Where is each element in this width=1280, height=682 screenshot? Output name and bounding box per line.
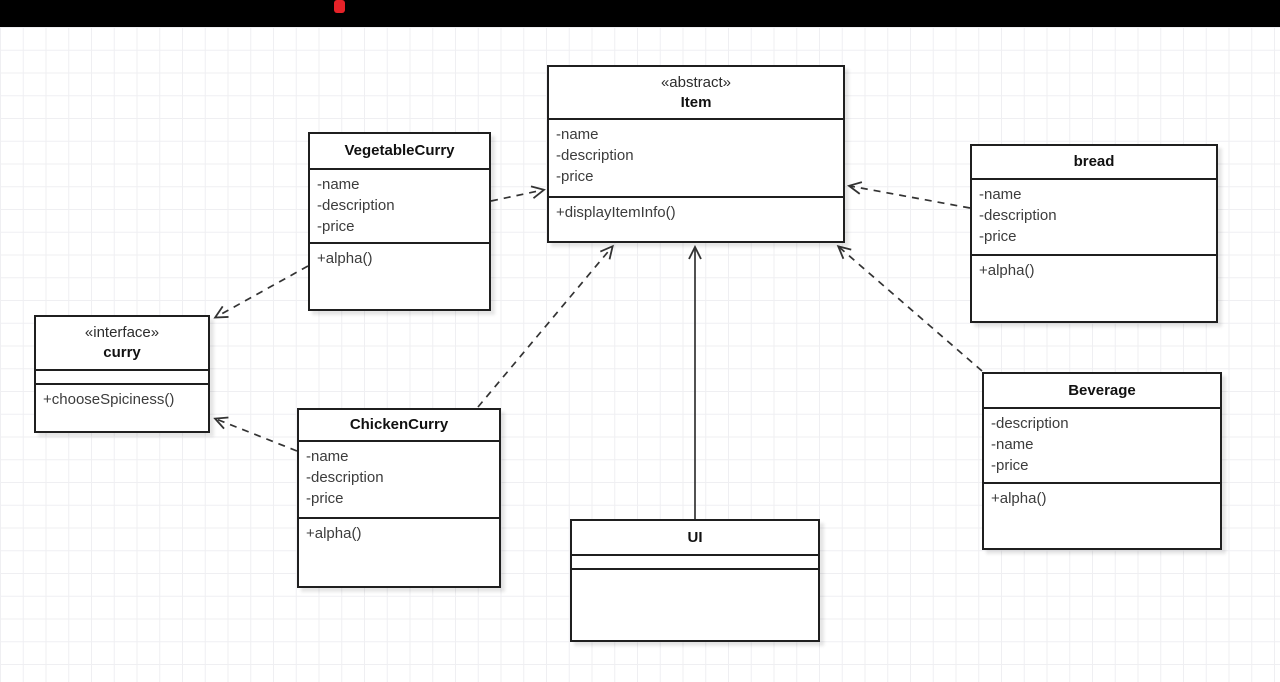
class-curry-name: curry [103,344,141,361]
class-item-attributes: -name -description -price [549,118,843,196]
class-item-header: «abstract» Item [549,67,843,118]
class-chickencurry-attributes: -name -description -price [299,440,499,517]
top-bar [0,0,1280,27]
class-curry-attributes [36,369,208,383]
attribute: -name [556,126,599,143]
class-item-stereotype: «abstract» [660,73,732,91]
attribute: -description [556,147,634,164]
attribute: -name [306,448,349,465]
attribute: -price [317,218,355,235]
class-vegetablecurry-name: VegetableCurry [344,142,455,159]
class-ui[interactable]: UI [570,519,820,642]
class-vegetablecurry-attributes: -name -description -price [310,168,489,242]
attribute: -description [306,469,384,486]
class-beverage-name: Beverage [1068,381,1136,399]
class-chickencurry-methods: +alpha() [299,517,499,586]
edge-vegetablecurry-to-item[interactable] [490,190,543,202]
class-item[interactable]: «abstract» Item -name -description -pric… [547,65,845,243]
method: +alpha() [317,250,373,267]
class-ui-attributes [572,554,818,568]
class-beverage-header: Beverage [984,374,1220,407]
class-chickencurry-header: ChickenCurry [299,410,499,440]
class-beverage[interactable]: Beverage -description -name -price +alph… [982,372,1222,550]
class-ui-methods [572,568,818,640]
class-curry-stereotype: «interface» [84,324,160,341]
class-ui-name: UI [687,528,703,546]
class-beverage-methods: +alpha() [984,482,1220,548]
method: +alpha() [979,262,1035,279]
attribute: -description [991,415,1069,432]
attribute: -price [979,228,1017,245]
class-bread-attributes: -name -description -price [972,178,1216,254]
class-vegetablecurry-header: VegetableCurry [310,134,489,168]
class-bread-methods: +alpha() [972,254,1216,321]
edge-chickencurry-to-item[interactable] [477,247,612,408]
class-curry[interactable]: «interface» curry +chooseSpiciness() [34,315,210,433]
attribute: -price [306,490,344,507]
method: +displayItemInfo() [556,204,676,221]
attribute: -name [979,186,1022,203]
edge-chickencurry-to-curry[interactable] [216,419,298,452]
attribute: -price [991,457,1029,474]
class-vegetablecurry[interactable]: VegetableCurry -name -description -price… [308,132,491,311]
class-item-methods: +displayItemInfo() [549,196,843,241]
class-bread-header: bread [972,146,1216,178]
edge-vegetablecurry-to-curry[interactable] [216,265,309,317]
method: +alpha() [306,525,362,542]
method: +alpha() [991,490,1047,507]
attribute: -name [991,436,1034,453]
class-vegetablecurry-methods: +alpha() [310,242,489,309]
attribute: -description [979,207,1057,224]
edge-bread-to-item[interactable] [850,186,971,209]
edge-beverage-to-item[interactable] [839,247,983,372]
class-chickencurry[interactable]: ChickenCurry -name -description -price +… [297,408,501,588]
class-bread-name: bread [1073,153,1115,170]
class-beverage-attributes: -description -name -price [984,407,1220,482]
class-item-name: Item [680,93,712,111]
class-bread[interactable]: bread -name -description -price +alpha() [970,144,1218,323]
class-chickencurry-name: ChickenCurry [349,416,449,433]
class-curry-header: «interface» curry [36,317,208,369]
attribute: -description [317,197,395,214]
class-ui-header: UI [572,521,818,554]
attribute: -name [317,176,360,193]
class-curry-methods: +chooseSpiciness() [36,383,208,431]
recording-indicator-icon [334,0,345,13]
attribute: -price [556,168,594,185]
method: +chooseSpiciness() [43,391,175,408]
